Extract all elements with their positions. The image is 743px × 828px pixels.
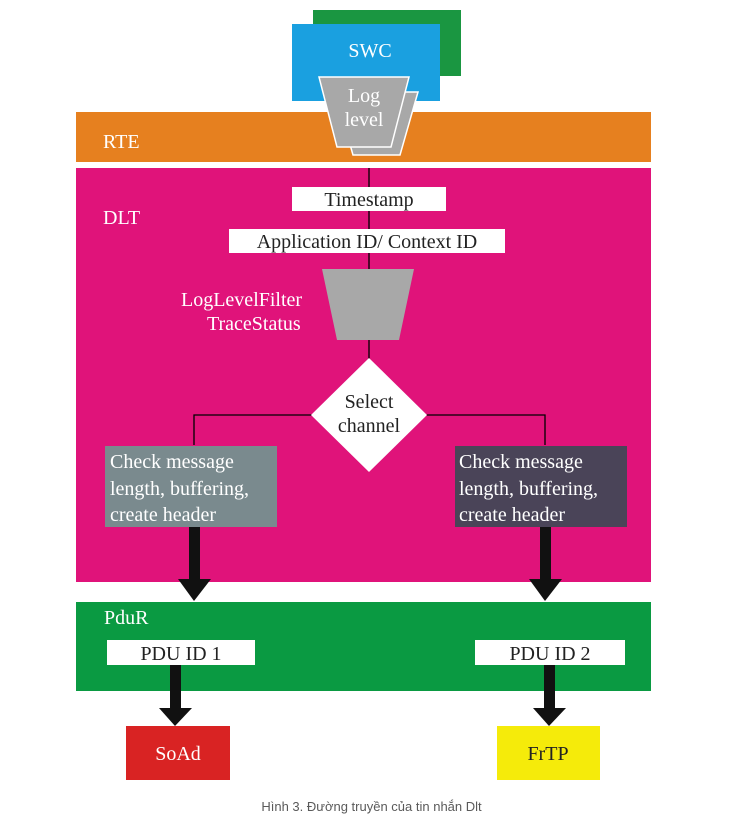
select-channel-line2: channel xyxy=(338,415,401,437)
pdu-id-1-label: PDU ID 1 xyxy=(140,643,221,665)
timestamp-box xyxy=(292,187,446,211)
arrow-right-shaft xyxy=(540,527,551,583)
check-right-line1: Check message xyxy=(459,451,583,473)
check-left-line3: create header xyxy=(110,504,216,526)
select-channel-line1: Select xyxy=(345,391,394,413)
check-left-line2: length, buffering, xyxy=(110,478,249,500)
filter-line2: TraceStatus xyxy=(207,313,301,335)
log-level-shape xyxy=(318,76,410,148)
pdur-label: PduR xyxy=(104,607,149,629)
timestamp-label: Timestamp xyxy=(324,189,413,211)
arrow-frtp-head xyxy=(533,708,566,726)
arrow-left-shaft xyxy=(189,527,200,583)
branch-line-right xyxy=(425,414,546,445)
arrow-frtp-shaft xyxy=(544,665,555,712)
pdu-id-2-box xyxy=(475,640,625,665)
app-context-id-box xyxy=(229,229,505,253)
select-channel-diamond xyxy=(311,358,427,472)
pdu-id-2-label: PDU ID 2 xyxy=(509,643,590,665)
log-level-line1: Log xyxy=(348,85,380,107)
swc-label: SWC xyxy=(348,40,391,62)
rte-label: RTE xyxy=(103,131,140,153)
arrow-soad-shaft xyxy=(170,665,181,712)
app-context-id-label: Application ID/ Context ID xyxy=(257,231,478,253)
check-left-line1: Check message xyxy=(110,451,234,473)
frtp-label: FrTP xyxy=(527,743,568,765)
log-level-filter-shape xyxy=(322,269,414,340)
frtp-box xyxy=(497,726,600,780)
check-right-line2: length, buffering, xyxy=(459,478,598,500)
arrow-left-head xyxy=(178,579,211,601)
check-right-line3: create header xyxy=(459,504,565,526)
soad-box xyxy=(126,726,230,780)
arrow-soad-head xyxy=(159,708,192,726)
dlt-label: DLT xyxy=(103,207,140,229)
branch-line-left xyxy=(193,414,313,445)
soad-label: SoAd xyxy=(155,743,201,765)
arrow-right-head xyxy=(529,579,562,601)
figure-caption: Hình 3. Đường truyền của tin nhắn Dlt xyxy=(261,799,482,814)
check-message-box-left xyxy=(105,446,277,527)
log-level-line2: level xyxy=(345,109,384,131)
check-message-box-right xyxy=(455,446,627,527)
filter-line1: LogLevelFilter xyxy=(181,289,302,311)
pdu-id-1-box xyxy=(107,640,255,665)
